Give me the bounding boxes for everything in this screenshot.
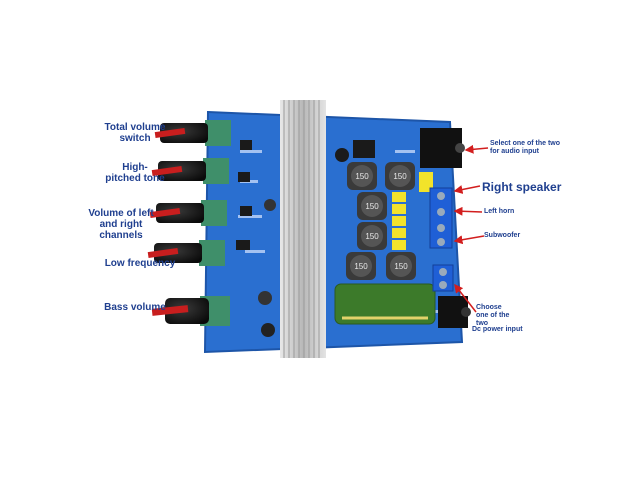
inductor-5-label: 150 [354, 262, 368, 271]
inductors [346, 162, 416, 280]
dc-power-jack [438, 296, 471, 328]
ic-chips [236, 140, 375, 250]
label-dc-power-input: Dc power input [472, 326, 523, 333]
label-left-horn: Left horn [484, 208, 515, 215]
heatsink [280, 100, 326, 358]
pot-low-frequency [147, 240, 225, 266]
inductor-6-label: 150 [394, 262, 408, 271]
pot-total-volume [154, 120, 231, 146]
inductor-4-label: 150 [365, 232, 379, 241]
pot-bass-volume [151, 296, 230, 326]
audio-input-jack [420, 128, 465, 168]
capacitors [258, 148, 349, 337]
inductor-markings: 150 150 150 150 150 150 [354, 172, 408, 271]
inductor-3-label: 150 [365, 202, 379, 211]
inductor-1-label: 150 [355, 172, 369, 181]
label-low-frequency: Low frequency [104, 258, 176, 269]
main-capacitor [334, 283, 436, 325]
label-bass-volume: Bass volume [104, 302, 166, 313]
label-select-audio-input: Select one of the two for audio input [490, 140, 561, 155]
label-high-pitched-tone: High-pitched tone [105, 162, 165, 184]
label-total-volume-switch: Total volume switch [104, 122, 166, 144]
screw-terminals [429, 187, 454, 292]
yellow-capacitors [392, 172, 433, 250]
annotation-arrows [453, 144, 489, 313]
potentiometers [147, 120, 231, 326]
label-volume-lr-channels: Volume of left and right channels [88, 208, 154, 241]
label-right-speaker: Right speaker [482, 180, 562, 194]
pot-high-pitched [151, 158, 229, 184]
inductor-2-label: 150 [393, 172, 407, 181]
label-subwoofer: Subwoofer [484, 232, 521, 239]
label-choose-one: Choose one of the two [476, 304, 510, 327]
pot-volume-lr [149, 200, 227, 226]
